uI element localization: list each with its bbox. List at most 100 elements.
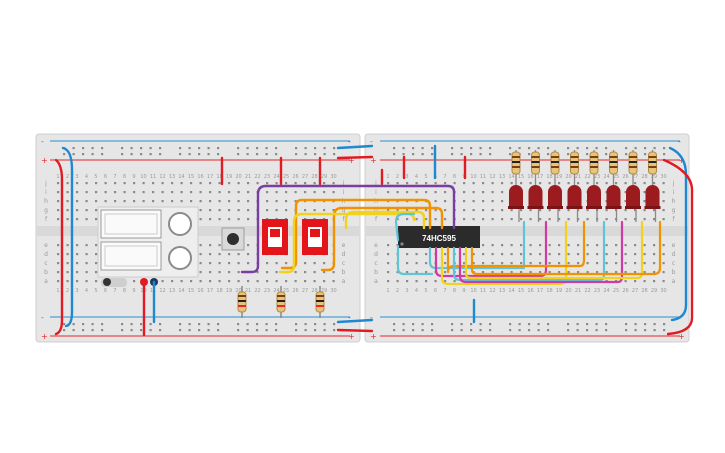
hole: [415, 182, 418, 185]
hole: [95, 218, 98, 221]
column-number: 5: [94, 288, 97, 294]
rail-hole: [256, 153, 259, 156]
hole: [662, 271, 665, 274]
hole: [247, 262, 250, 265]
hole: [209, 209, 212, 212]
rail-hole: [159, 323, 162, 326]
hole: [275, 191, 278, 194]
column-number: 4: [85, 288, 88, 294]
hole: [510, 262, 513, 265]
hole: [596, 182, 599, 185]
hole: [548, 218, 551, 221]
hole: [634, 271, 637, 274]
led-body: [626, 185, 640, 208]
hole: [66, 262, 69, 265]
hole: [491, 209, 494, 212]
hole: [491, 182, 494, 185]
hole: [425, 218, 428, 221]
hole: [199, 253, 202, 256]
hole: [285, 280, 288, 283]
hole: [95, 209, 98, 212]
row-letter: c: [44, 260, 47, 267]
column-number: 9: [132, 288, 135, 294]
rail-hole: [63, 329, 66, 332]
rail-hole: [402, 323, 405, 326]
hole: [615, 182, 618, 185]
hole: [123, 182, 126, 185]
row-letter: j: [44, 180, 47, 187]
hole: [577, 182, 580, 185]
column-number: 26: [622, 288, 628, 294]
rail-hole: [460, 153, 463, 156]
hole: [199, 218, 202, 221]
rail-hole: [586, 153, 589, 156]
hole: [643, 253, 646, 256]
row-letter: h: [672, 198, 676, 205]
dip-switch-2: [302, 219, 328, 255]
hole: [209, 200, 212, 203]
hole: [123, 200, 126, 203]
rail-hole: [179, 323, 182, 326]
hole: [387, 191, 390, 194]
led-body: [509, 185, 523, 208]
hole: [624, 244, 627, 247]
hole: [285, 191, 288, 194]
led-7: [625, 150, 641, 222]
hole: [190, 182, 193, 185]
hole: [510, 209, 513, 212]
rail-hole: [314, 329, 317, 332]
hole: [313, 191, 316, 194]
row-letter: i: [673, 189, 675, 196]
rail-hole: [412, 329, 415, 332]
hole: [247, 244, 250, 247]
hole: [491, 191, 494, 194]
hole: [95, 280, 98, 283]
row-letter: b: [672, 269, 676, 276]
rail-hole: [304, 329, 307, 332]
column-number: 3: [75, 288, 78, 294]
rail-hole: [634, 329, 637, 332]
column-number: 8: [123, 174, 126, 180]
hole: [653, 182, 656, 185]
hole: [624, 253, 627, 256]
rail-hole: [323, 323, 326, 326]
hole: [425, 253, 428, 256]
hole: [643, 191, 646, 194]
hole: [662, 191, 665, 194]
column-number: 18: [546, 288, 552, 294]
column-number: 26: [292, 174, 298, 180]
rail-hole: [460, 323, 463, 326]
hole: [491, 200, 494, 203]
hole: [85, 191, 88, 194]
hole: [548, 253, 551, 256]
hole: [415, 218, 418, 221]
rail-hole: [393, 323, 396, 326]
hole: [123, 191, 126, 194]
rail-hole: [644, 329, 647, 332]
hole: [434, 209, 437, 212]
row-letter: c: [342, 260, 345, 267]
hole: [332, 271, 335, 274]
hole: [434, 218, 437, 221]
rail-minus-label: -: [348, 313, 351, 322]
hole: [209, 271, 212, 274]
hole: [577, 253, 580, 256]
hole: [444, 280, 447, 283]
hole: [85, 182, 88, 185]
column-number: 30: [660, 174, 666, 180]
column-number: 14: [508, 174, 514, 180]
rail-hole: [537, 329, 540, 332]
column-number: 11: [480, 288, 486, 294]
row-letter: c: [672, 260, 675, 267]
row-letter: h: [44, 198, 48, 205]
column-number: 19: [226, 288, 232, 294]
row-letter: a: [374, 278, 378, 285]
rail-hole: [256, 329, 259, 332]
hole: [662, 253, 665, 256]
hole: [171, 200, 174, 203]
hole: [114, 182, 117, 185]
hole: [605, 218, 608, 221]
hole: [501, 218, 504, 221]
rail-hole: [470, 147, 473, 150]
hole: [387, 253, 390, 256]
